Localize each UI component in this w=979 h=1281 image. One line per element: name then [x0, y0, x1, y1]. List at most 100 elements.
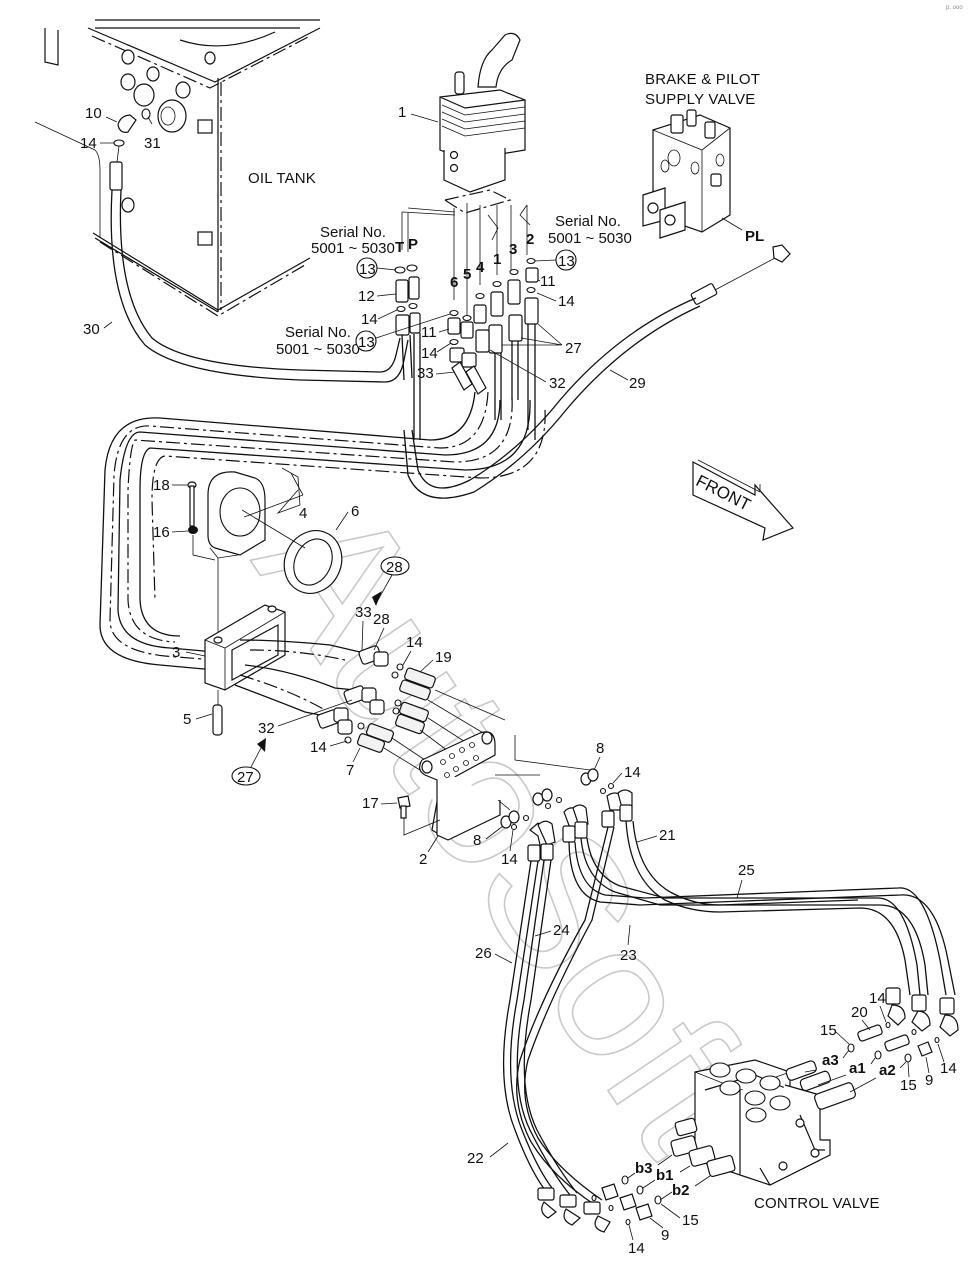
callout-15b: 15	[900, 1077, 917, 1094]
callout-7: 7	[346, 762, 354, 779]
tank-callouts: 10 14 31 30	[80, 105, 161, 338]
serial-note-2-line1: Serial No.	[555, 213, 621, 230]
bracket-plate: 2 17	[362, 731, 591, 868]
callout-14h: 14	[501, 851, 518, 868]
callout-27b: 27	[237, 769, 254, 786]
callout-13b: 13	[558, 253, 575, 270]
callout-14d: 14	[558, 293, 575, 310]
callout-23: 23	[620, 947, 637, 964]
serial-note-1-line2: 5001 ~ 5030	[311, 240, 395, 257]
callout-22: 22	[467, 1150, 484, 1167]
callout-28a: 28	[386, 559, 403, 576]
callout-4: 4	[299, 505, 307, 522]
serial-note-1-line1: Serial No.	[320, 224, 386, 241]
front-arrow: FRONT	[692, 459, 795, 541]
pilot-control-valve: 1	[398, 32, 526, 214]
hose-29: 29	[403, 257, 776, 499]
hose-callouts: 21 25 23 24 26 22	[467, 827, 755, 1167]
callout-21: 21	[659, 827, 676, 844]
callout-20: 20	[851, 1004, 868, 1021]
oil-tank-label: OIL TANK	[248, 170, 316, 187]
corner-mark: p. ooo	[946, 5, 963, 11]
callout-1: 1	[398, 104, 406, 121]
port-3: 3	[509, 241, 517, 258]
port-a2: a2	[879, 1062, 896, 1079]
callout-13a: 13	[359, 261, 376, 278]
callout-19: 19	[435, 649, 452, 666]
pilot-valve-ports: T P 6 5 4 1 3 2	[395, 231, 534, 291]
clamp-area-callouts: 28 33 28 14 19 32 14 7 27	[231, 556, 452, 786]
serial-note-2-line2: 5001 ~ 5030	[548, 230, 632, 247]
brake-valve-title-line2: SUPPLY VALVE	[645, 91, 756, 108]
port-P: P	[408, 236, 418, 253]
b-port-fittings: b3 b1 b2 15 9 14	[591, 1154, 711, 1257]
callout-5: 5	[183, 711, 191, 728]
callout-30: 30	[83, 321, 100, 338]
port-b2: b2	[672, 1182, 690, 1199]
a-port-fittings: a3 a1 a2 15 20 14 14 15 9	[804, 990, 957, 1094]
callout-18: 18	[153, 477, 170, 494]
bracket-elbows	[527, 789, 633, 862]
port-a1: a1	[849, 1060, 866, 1077]
callout-25: 25	[738, 862, 755, 879]
hose-bundle	[99, 391, 546, 671]
callout-24: 24	[553, 922, 570, 939]
callout-14b: 14	[361, 311, 378, 328]
callout-8a: 8	[596, 740, 604, 757]
callout-14c: 14	[421, 345, 438, 362]
callout-14j: 14	[940, 1060, 957, 1077]
pilot-valve-fittings	[394, 257, 539, 440]
port-5: 5	[463, 266, 471, 283]
clamp-block: 3 5	[172, 604, 286, 736]
callout-32b: 32	[258, 720, 275, 737]
callout-9a: 9	[925, 1072, 933, 1089]
callout-14g: 14	[624, 764, 641, 781]
callout-15a: 15	[820, 1022, 837, 1039]
grommet-assembly: 4 6 18 16	[153, 467, 359, 640]
port-b3: b3	[635, 1160, 653, 1177]
callout-11a: 11	[421, 324, 437, 341]
lower-hoses	[502, 820, 959, 1233]
callout-14k: 14	[628, 1240, 645, 1257]
callout-10: 10	[85, 105, 102, 122]
callout-3: 3	[172, 644, 180, 661]
bracket-fittings: 8 14 8 14	[473, 740, 641, 868]
callout-32a: 32	[549, 375, 566, 392]
callout-6: 6	[351, 503, 359, 520]
tank-fittings	[100, 108, 153, 163]
clamp-to-bracket-hoses	[234, 639, 506, 771]
port-a3: a3	[822, 1052, 839, 1069]
pilot-area-callouts: 12 14 11 14 33 11 14 27 32	[358, 273, 582, 392]
callout-26: 26	[475, 945, 492, 962]
callout-28b: 28	[373, 611, 390, 628]
callout-14a: 14	[80, 135, 97, 152]
port-6: 6	[450, 274, 458, 291]
callout-15c: 15	[682, 1212, 699, 1229]
callout-27a: 27	[565, 340, 582, 357]
callout-33a: 33	[417, 365, 434, 382]
control-valve: CONTROL VALVE	[670, 1059, 880, 1212]
port-2: 2	[526, 231, 534, 248]
port-PL: PL	[745, 228, 764, 245]
callout-16: 16	[153, 524, 170, 541]
callout-17: 17	[362, 795, 379, 812]
hose-30	[103, 161, 409, 383]
oil-tank: OIL TANK	[34, 19, 321, 317]
brake-pilot-supply-valve: BRAKE & PILOT SUPPLY VALVE PL	[642, 71, 791, 263]
port-4: 4	[476, 259, 485, 276]
callout-11b: 11	[540, 273, 556, 290]
callout-13c: 13	[358, 334, 375, 351]
control-valve-label: CONTROL VALVE	[754, 1195, 880, 1212]
serial-note-3-line1: Serial No.	[285, 324, 351, 341]
port-b1: b1	[656, 1167, 674, 1184]
serial-note-3-line2: 5001 ~ 5030	[276, 341, 360, 358]
serial-notes: Serial No. 5001 ~ 5030 Serial No. 5001 ~…	[276, 213, 632, 358]
callout-8b: 8	[473, 832, 481, 849]
brake-valve-title-line1: BRAKE & PILOT	[645, 71, 760, 88]
callout-14f: 14	[310, 739, 327, 756]
port-1: 1	[493, 251, 501, 268]
callout-9b: 9	[661, 1227, 669, 1244]
callout-29: 29	[629, 375, 646, 392]
callout-2: 2	[419, 851, 427, 868]
